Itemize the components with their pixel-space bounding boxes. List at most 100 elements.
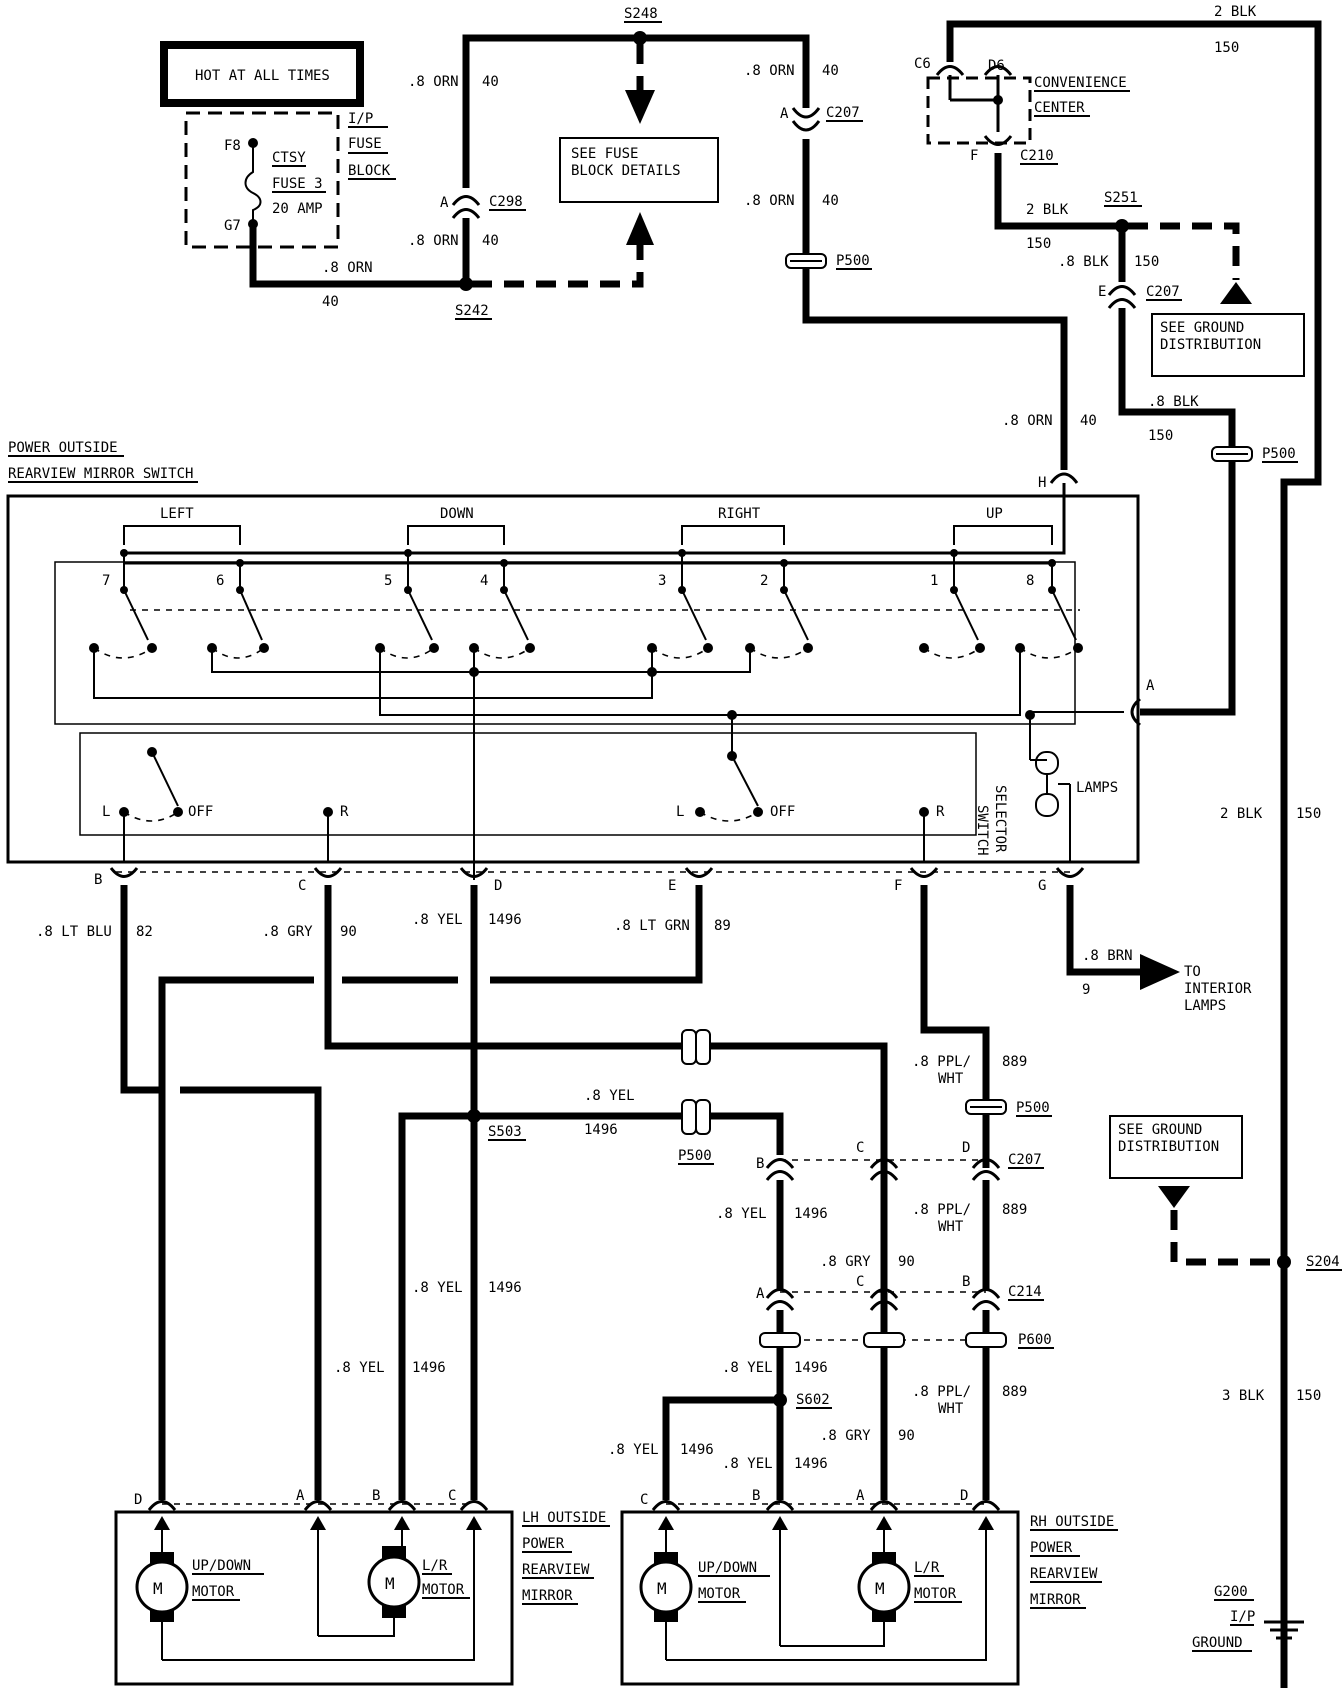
wire-1496-label-h: 1496 (412, 1360, 446, 1376)
wire-yel-label-f: .8 YEL (722, 1456, 773, 1472)
p600-connectors (759, 1332, 1007, 1348)
fuse-block-label-3: BLOCK (348, 163, 391, 179)
wire-40-label-e: 40 (822, 193, 839, 209)
contact-8: 8 (1026, 573, 1034, 589)
wire-wht-label-a: WHT (938, 1071, 964, 1087)
wire-40-label-a: 40 (322, 294, 339, 310)
s248-label: S248 (624, 6, 658, 22)
wire-40-label-b: 40 (482, 74, 499, 90)
lh-mirror-outline (114, 1510, 514, 1686)
wire-40-label-c: 40 (482, 233, 499, 249)
p500-label-e: P500 (1016, 1100, 1050, 1116)
see-fuse-label-1: SEE FUSE (571, 146, 638, 162)
rh-label-2: POWER (1030, 1540, 1073, 1556)
hot-at-all-times-label: HOT AT ALL TIMES (195, 68, 330, 84)
c214-c-label: C (856, 1274, 864, 1290)
rh-pin-d: D (960, 1488, 968, 1504)
rh-lr-label-1: L/R (914, 1560, 940, 1576)
wire-82-label: 82 (136, 924, 153, 940)
ground-dist-arrow-a (1220, 282, 1252, 304)
pin-b-label: B (94, 872, 102, 888)
c214-label: C214 (1008, 1284, 1042, 1300)
rh-lr-label-2: MOTOR (914, 1586, 957, 1602)
wire-orn-label-e: .8 ORN (744, 193, 795, 209)
wire-90-label-a: 90 (340, 924, 357, 940)
wire-1496-label-g: 1496 (488, 1280, 522, 1296)
down-label: DOWN (440, 506, 474, 522)
wire-yel-label-c: .8 YEL (716, 1206, 767, 1222)
wire-889-label-c: 889 (1002, 1384, 1027, 1400)
fuse3-label: FUSE 3 (272, 176, 323, 192)
wire-orn-label-b: .8 ORN (408, 74, 459, 90)
lh-pin-a: A (296, 1488, 305, 1504)
ip-fuse-block-outline (184, 111, 340, 249)
rh-mirror-outline (620, 1510, 1020, 1686)
wire-yel-label-b: .8 YEL (584, 1088, 635, 1104)
wire-150-label-c: 150 (1134, 254, 1159, 270)
lh-lr-motor-icon (367, 1546, 421, 1618)
c207-c-label: C (856, 1140, 864, 1156)
see-ground-box-b (1109, 1115, 1243, 1179)
up-label: UP (986, 506, 1003, 522)
wire-150-label-f: 150 (1296, 1388, 1321, 1404)
lh-lr-label-1: L/R (422, 1558, 448, 1574)
wire-889-label-b: 889 (1002, 1202, 1027, 1218)
see-fuse-box (559, 137, 719, 203)
wire-yel-label-a: .8 YEL (412, 912, 463, 928)
contact-2: 2 (760, 573, 768, 589)
wire-ppl-label-c: .8 PPL/ (912, 1384, 971, 1400)
wire-orn-label-f: .8 ORN (1002, 413, 1053, 429)
rh-lr-motor-icon (857, 1552, 911, 1622)
p500-connector-b (1211, 446, 1253, 462)
lamps-label-b: LAMPS (1184, 998, 1226, 1014)
p500-connector-d (681, 1099, 711, 1135)
wire-889-label-a: 889 (1002, 1054, 1027, 1070)
r-label-a: R (340, 804, 349, 820)
to-label: TO (1184, 964, 1201, 980)
lh-pin-b: B (372, 1488, 380, 1504)
wire-150-label-a: 150 (1214, 40, 1239, 56)
wire-ltgrn-label: .8 LT GRN (614, 918, 690, 934)
wire-1496-label-b: 1496 (584, 1122, 618, 1138)
wire-1496-label-f: 1496 (794, 1456, 828, 1472)
c207-label-a: C207 (826, 105, 860, 121)
wire-orn-label-c: .8 ORN (408, 233, 459, 249)
ctsy-label: CTSY (272, 150, 306, 166)
rh-label-4: MIRROR (1030, 1592, 1081, 1608)
joystick-contacts (89, 549, 1083, 659)
c207-connectors (765, 1158, 1001, 1181)
c207-a-label: A (780, 106, 789, 122)
pin-d-label: D (494, 878, 502, 894)
right-label: RIGHT (718, 506, 761, 522)
selector-inner-box (79, 732, 977, 836)
switch-a-label: A (1146, 678, 1155, 694)
wire-yel-label-g: .8 YEL (412, 1280, 463, 1296)
wire-ppl-label-b: .8 PPL/ (912, 1202, 971, 1218)
switch-title-1: POWER OUTSIDE (8, 440, 118, 456)
rh-pin-c: C (640, 1492, 648, 1508)
lh-lr-m: M (385, 1574, 395, 1593)
c207-b-label: B (756, 1156, 764, 1172)
s204-label: S204 (1306, 1254, 1340, 1270)
lh-lr-label-2: MOTOR (422, 1582, 465, 1598)
wire-yel-label-d: .8 YEL (722, 1360, 773, 1376)
joystick-inner-box (54, 561, 1076, 725)
ground-dist-arrow-b (1158, 1186, 1190, 1208)
lamps-label: LAMPS (1076, 780, 1118, 796)
c207-e-label: E (1098, 284, 1106, 300)
fuse-details-arrow-down (625, 90, 655, 124)
pin-c-label: C (298, 878, 306, 894)
see-ground-label-a1: SEE GROUND (1160, 320, 1244, 336)
lh-pin-d: D (134, 1492, 142, 1508)
fuse-block-label-1: I/P (348, 111, 373, 127)
lh-updown-label-1: UP/DOWN (192, 1558, 251, 1574)
wire-blk3-label: 3 BLK (1222, 1388, 1265, 1404)
see-ground-label-b2: DISTRIBUTION (1118, 1139, 1219, 1155)
contact-3: 3 (658, 573, 666, 589)
wire-1496-label-c: 1496 (794, 1206, 828, 1222)
pin-g-label: G (1038, 878, 1046, 894)
conv-center-label-2: CENTER (1034, 100, 1085, 116)
to-interior-lamps-arrow (1140, 954, 1180, 990)
convenience-center-outline (926, 76, 1032, 145)
wire-brn-label: .8 BRN (1082, 948, 1133, 964)
